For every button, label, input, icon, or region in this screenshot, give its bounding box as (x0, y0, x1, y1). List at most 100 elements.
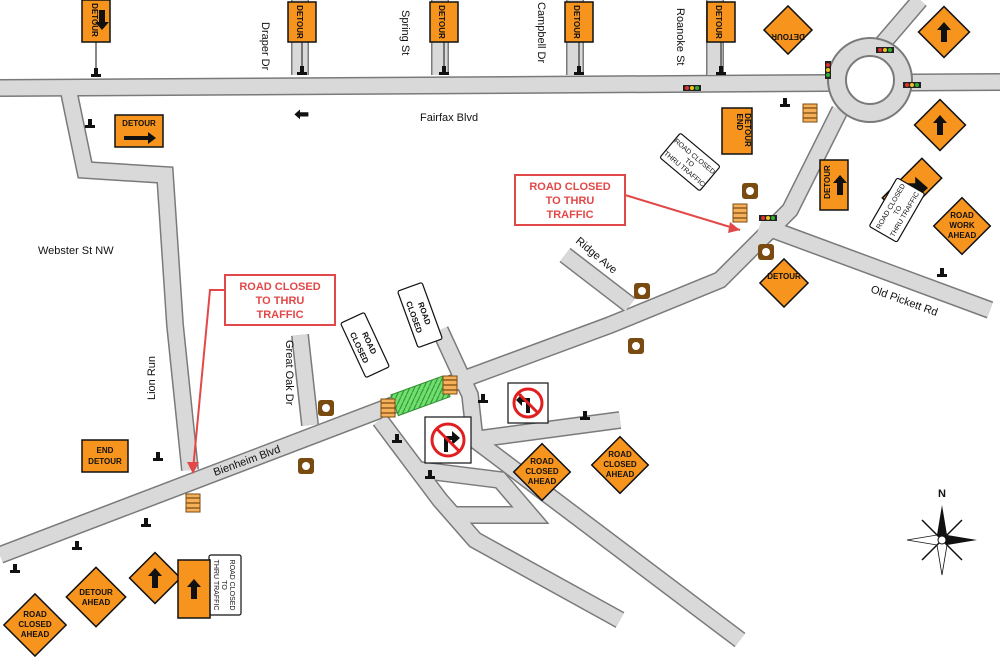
svg-text:DETOUR: DETOUR (767, 272, 801, 281)
svg-text:DETOUR: DETOUR (79, 588, 113, 597)
traffic-signal-icon (903, 82, 921, 88)
barricade-icon (732, 203, 748, 223)
svg-text:DETOUR: DETOUR (437, 5, 446, 39)
svg-text:CLOSED: CLOSED (525, 467, 559, 476)
detour-sign-roanoke: DETOUR (706, 1, 736, 75)
svg-text:AHEAD: AHEAD (528, 477, 557, 486)
svg-text:THRU TRAFFIC: THRU TRAFFIC (212, 560, 219, 611)
compass-north-label: N (938, 488, 946, 500)
detour-sign-spring: DETOUR (429, 1, 459, 75)
svg-text:END: END (735, 114, 744, 131)
detour-sign-top-left: DETOUR (81, 0, 111, 77)
camera-icon (628, 338, 644, 354)
detour-sign-campbell: DETOUR (564, 1, 594, 75)
road-closed-ahead-sign-bottom-left: ROAD CLOSED AHEAD (2, 592, 68, 658)
arrow-diamond-bottom (128, 551, 182, 605)
svg-text:ROAD: ROAD (23, 610, 47, 619)
road-closed-sign-right: ROAD CLOSED (397, 282, 443, 348)
svg-text:TO: TO (893, 204, 904, 216)
street-label-webster: Webster St NW (38, 245, 114, 257)
svg-text:AHEAD: AHEAD (82, 598, 111, 607)
traffic-signal-icon (759, 215, 777, 221)
svg-text:CLOSED: CLOSED (603, 460, 637, 469)
svg-text:ROAD: ROAD (950, 211, 974, 220)
svg-text:DETOUR: DETOUR (823, 165, 832, 199)
end-detour-sign-lion-run: END DETOUR (81, 439, 163, 473)
svg-text:DETOUR: DETOUR (90, 3, 99, 37)
compass-rose-icon (906, 505, 977, 576)
sign-post-icon (141, 518, 151, 527)
svg-text:TO: TO (220, 580, 227, 590)
detour-ahead-sign: DETOUR AHEAD (65, 566, 127, 628)
svg-text:TO THRU: TO THRU (546, 195, 595, 207)
svg-text:AHEAD: AHEAD (606, 470, 635, 479)
svg-text:DETOUR: DETOUR (714, 5, 723, 39)
detour-diamond-circle-nw: DETOUR (762, 4, 814, 56)
no-left-turn-sign (478, 382, 549, 424)
street-label-campbell: Campbell Dr (535, 2, 547, 63)
traffic-signal-icon (683, 85, 701, 91)
svg-text:AHEAD: AHEAD (948, 231, 977, 240)
camera-icon (758, 244, 774, 260)
sign-post-icon (937, 268, 947, 277)
svg-text:DETOUR: DETOUR (743, 113, 752, 147)
svg-text:ROAD CLOSED: ROAD CLOSED (228, 560, 235, 611)
barricade-icon (185, 493, 201, 513)
no-right-turn-sign (392, 416, 472, 464)
callout-road-closed-left: ROAD CLOSED TO THRU TRAFFIC (187, 274, 336, 474)
street-label-great-oak: Great Oak Dr (283, 340, 295, 406)
arrow-diamond-circle-ne (917, 5, 971, 59)
svg-text:ROAD: ROAD (608, 450, 632, 459)
camera-icon (742, 183, 758, 199)
thru-traffic-sign-bottom: ROAD CLOSED TO THRU TRAFFIC (208, 554, 242, 616)
traffic-circle (827, 37, 913, 123)
svg-text:TO THRU: TO THRU (256, 295, 305, 307)
barricade-icon (802, 103, 818, 123)
svg-text:AHEAD: AHEAD (21, 630, 50, 639)
arrow-sign-bottom-vertical (177, 559, 211, 619)
street-label-draper: Draper Dr (259, 22, 271, 71)
svg-text:TO: TO (683, 157, 695, 169)
svg-text:DETOUR: DETOUR (771, 32, 805, 41)
camera-icon (298, 458, 314, 474)
svg-text:DETOUR: DETOUR (572, 5, 581, 39)
closed-road-segment (390, 375, 451, 417)
street-label-fairfax: Fairfax Blvd (420, 112, 478, 124)
sign-post-icon (10, 564, 20, 573)
road-closed-ahead-sign-middle: ROAD CLOSED AHEAD (512, 442, 572, 502)
svg-text:DETOUR: DETOUR (295, 5, 304, 39)
sign-post-icon (72, 541, 82, 550)
svg-text:TRAFFIC: TRAFFIC (546, 209, 593, 221)
svg-text:WORK: WORK (949, 221, 975, 230)
camera-icon (634, 283, 650, 299)
detour-sign-draper: DETOUR (287, 1, 317, 120)
callout-road-closed-right: ROAD CLOSED TO THRU TRAFFIC (514, 174, 741, 233)
street-label-lion-run: Lion Run (146, 356, 158, 400)
svg-text:ROAD CLOSED: ROAD CLOSED (529, 181, 610, 193)
end-detour-sign-circle: END DETOUR (721, 98, 790, 155)
traffic-signal-icon (825, 61, 831, 79)
arrow-diamond-circle-e (913, 98, 967, 152)
svg-text:DETOUR: DETOUR (122, 119, 156, 128)
road-closed-sign-left: ROAD CLOSED (340, 312, 390, 378)
street-label-spring: Spring St (399, 10, 411, 55)
svg-text:ROAD CLOSED: ROAD CLOSED (239, 281, 320, 293)
svg-text:END: END (97, 446, 114, 455)
thru-traffic-sign-right: ROAD CLOSED TO THRU TRAFFIC (869, 177, 925, 243)
road-work-ahead-sign: ROAD WORK AHEAD (932, 196, 992, 256)
svg-text:CLOSED: CLOSED (18, 620, 52, 629)
svg-text:DETOUR: DETOUR (88, 457, 122, 466)
road-closed-ahead-sign-right: ROAD CLOSED AHEAD (590, 435, 650, 495)
svg-text:TRAFFIC: TRAFFIC (256, 309, 303, 321)
detour-sign-fairfax-left: DETOUR (85, 114, 164, 148)
svg-text:ROAD: ROAD (530, 457, 554, 466)
thru-traffic-sign-upper: ROAD CLOSED TO THRU TRAFFIC (660, 133, 720, 191)
traffic-signal-icon (876, 47, 894, 53)
detour-diamond-old-pickett: DETOUR (758, 257, 810, 309)
barricade-icon (442, 375, 458, 395)
barricade-icon (380, 398, 396, 418)
detour-sign-old-pickett-vertical: DETOUR (819, 159, 849, 211)
camera-icon (318, 400, 334, 416)
street-label-roanoke: Roanoke St (674, 8, 686, 65)
